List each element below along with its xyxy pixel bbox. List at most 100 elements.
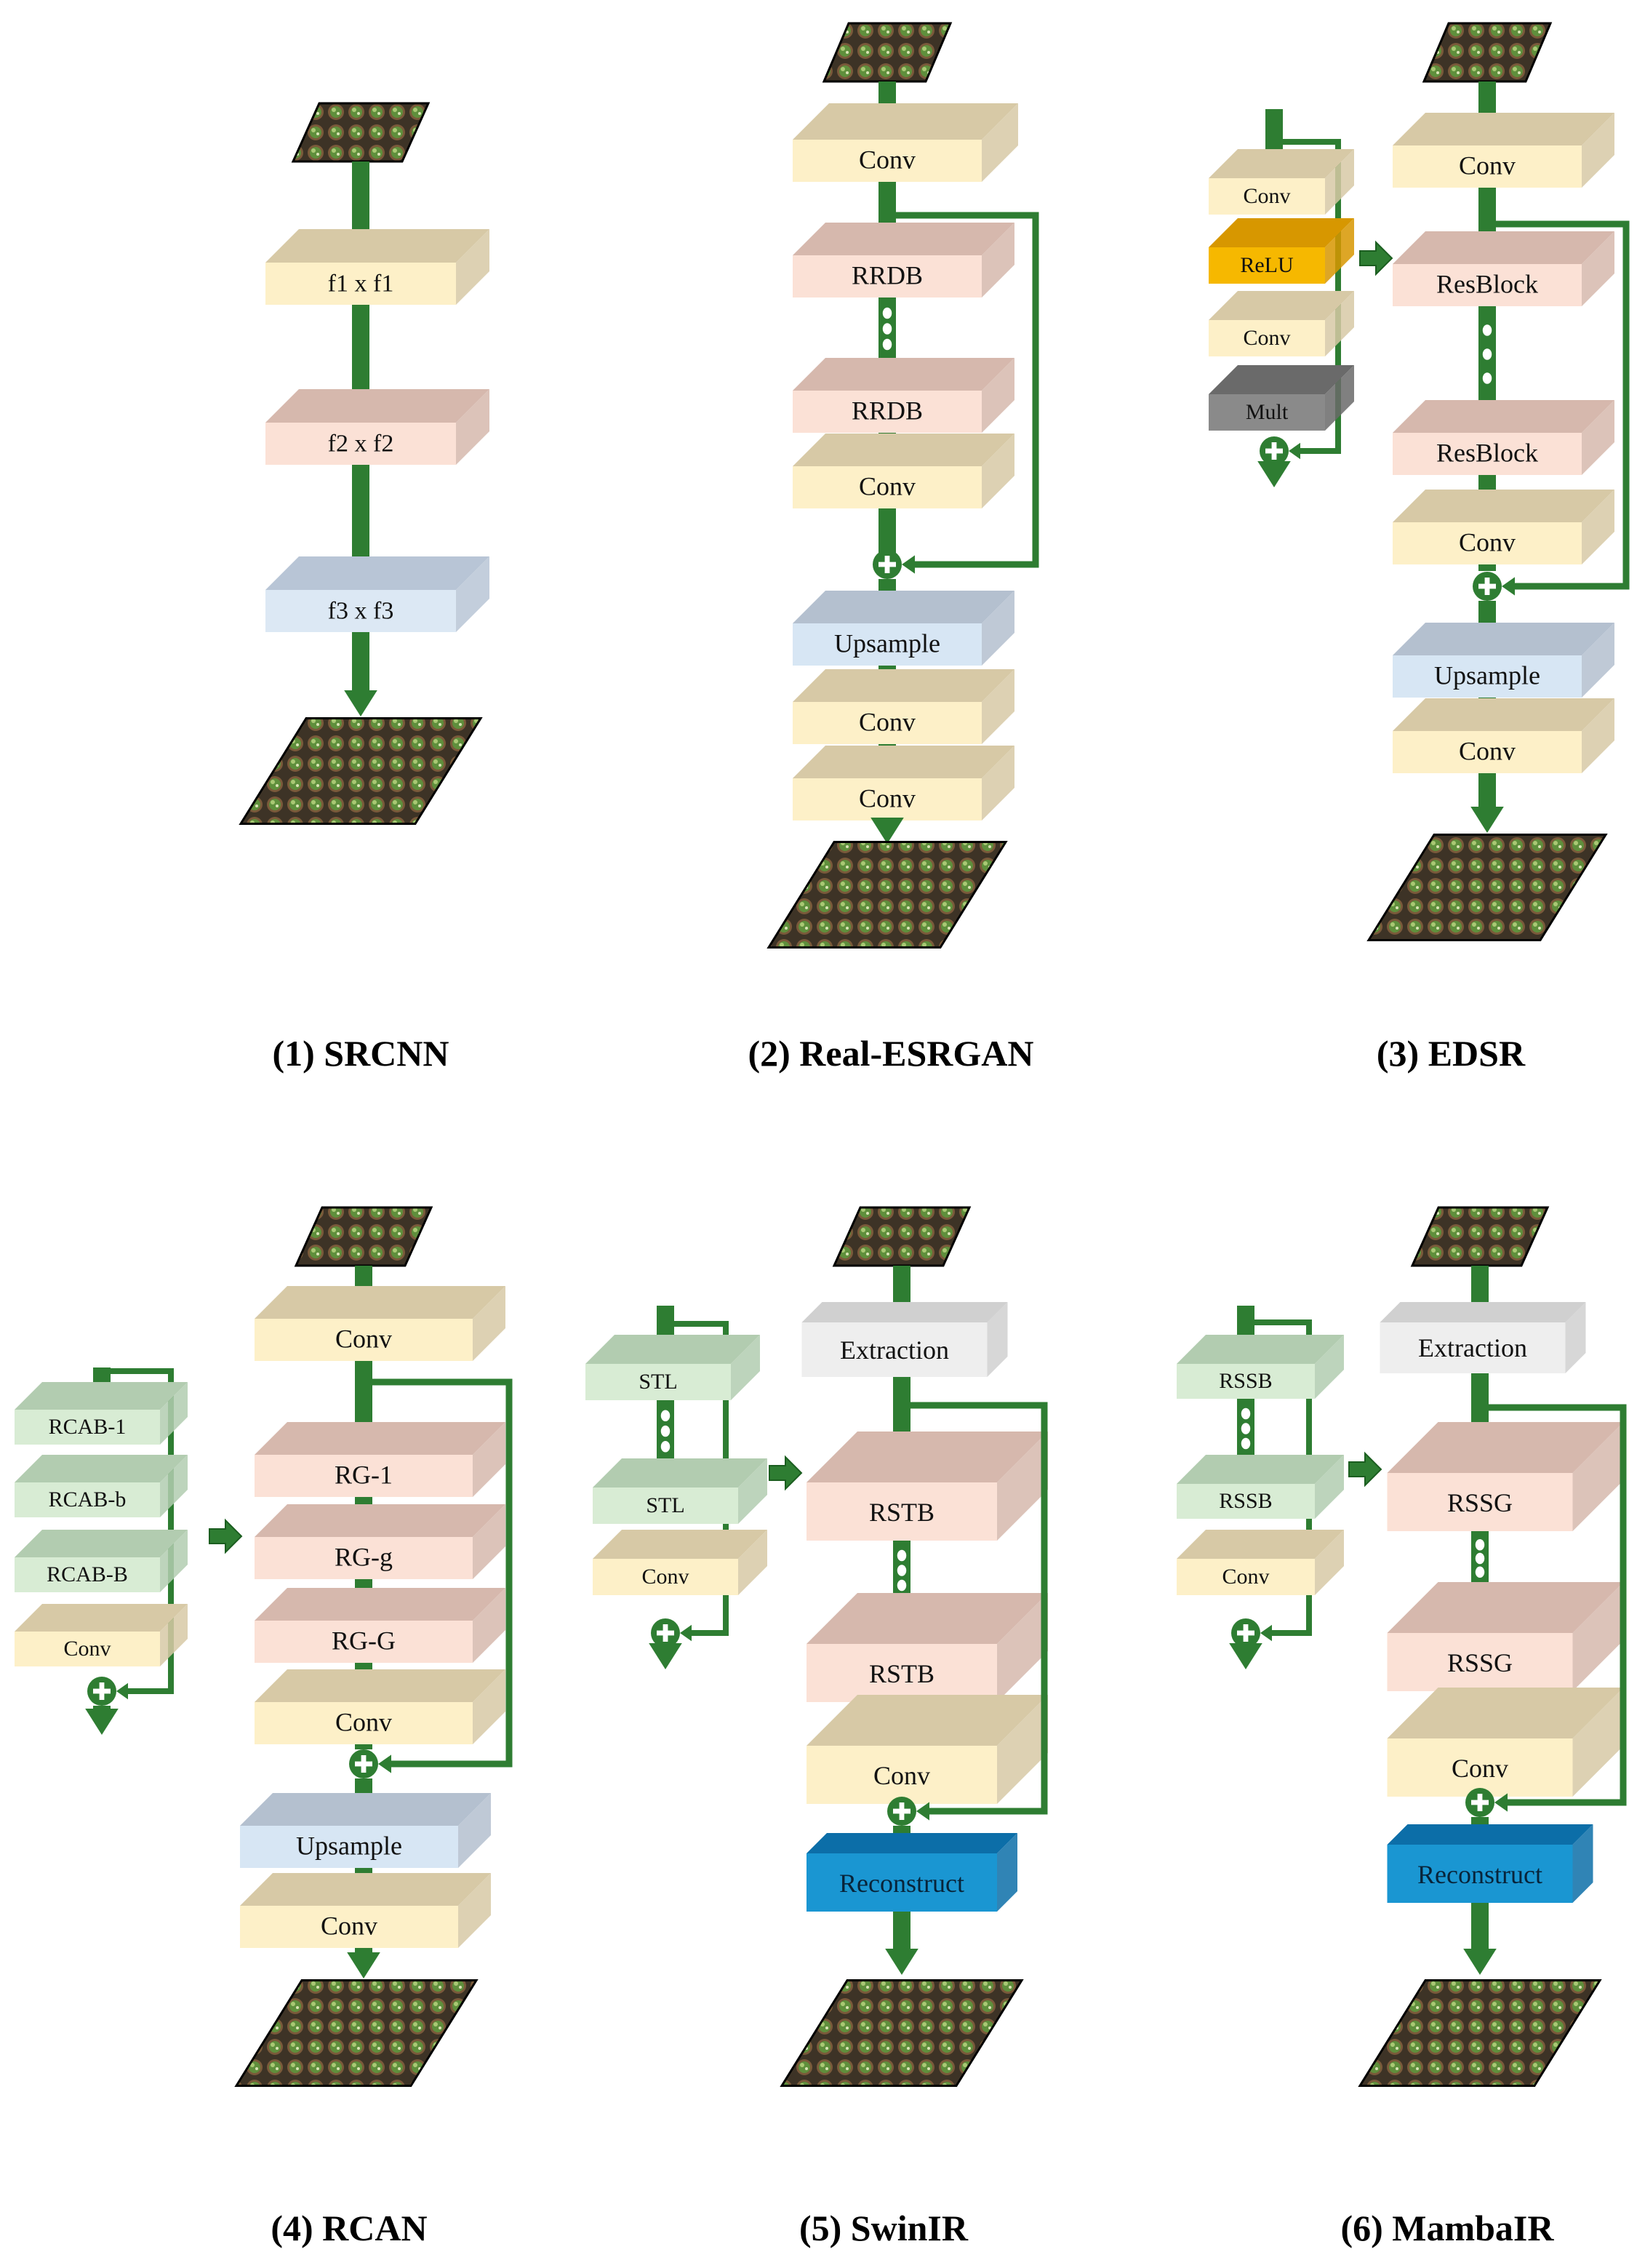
rcan-block-rg-1-top	[255, 1422, 505, 1455]
rcan-input-image-icon	[294, 1206, 433, 1267]
rcan-block-conv-3-label: Conv	[321, 1912, 377, 1941]
caption-edsr: (3) EDSR	[1377, 1033, 1526, 1074]
mambair-arrow-out-shaft	[1471, 1903, 1489, 1949]
swinir-block-rstb-2-side	[997, 1593, 1048, 1702]
plus-v	[899, 1802, 905, 1820]
swinir-arrow-out-head	[885, 1949, 918, 1975]
edsr-side-block-conv-2: Conv	[1209, 291, 1354, 356]
rcan-side-block-rcab-big-b-label: RCAB-B	[47, 1562, 128, 1586]
swinir-block-rstb-1-front	[807, 1482, 997, 1541]
mambair-block-reconstruct: Reconstruct	[1387, 1824, 1593, 1903]
edsr-block-resblock-2-front	[1393, 433, 1582, 475]
rcan-side-block-rcab-b-front	[15, 1482, 160, 1517]
mambair-block-rssg-1-top	[1387, 1422, 1624, 1473]
mambair-side-plus-icon	[1231, 1618, 1260, 1648]
rcan-side-block-rcab-1-top	[15, 1382, 188, 1410]
swinir-output-image-icon-pixels	[780, 1979, 1024, 2087]
srcnn-block-f3-label: f3 x f3	[328, 597, 394, 624]
srcnn-block-f1-label: f1 x f1	[328, 270, 394, 297]
swinir-side-arrow-out-head	[649, 1643, 682, 1669]
edsr-side-block-relu-label: ReLU	[1240, 253, 1294, 277]
caption-swinir: (5) SwinIR	[799, 2208, 969, 2248]
edsr-block-conv-1-front	[1393, 145, 1582, 188]
edsr-input-image-icon-pixels	[1422, 22, 1553, 83]
edsr-arrow-out-head	[1470, 807, 1504, 833]
swinir-side-block-conv-top	[593, 1530, 767, 1559]
plus-v	[1271, 442, 1277, 460]
mambair-side-flow-0	[1237, 1306, 1254, 1338]
srcnn-flow-1	[352, 161, 369, 233]
caption-real-esrgan: (2) Real-ESRGAN	[748, 1033, 1033, 1074]
swinir-block-rstb-2: RSTB	[807, 1593, 1048, 1702]
ellipsis-dot	[660, 1410, 671, 1422]
esrgan-block-conv-1-front	[793, 140, 982, 182]
mambair-block-conv-front	[1387, 1738, 1573, 1797]
edsr-block-resblock-1-front	[1393, 264, 1582, 306]
rcan-block-rg-big-g-label: RG-G	[332, 1626, 396, 1656]
esrgan-block-rrdb-1: RRDB	[793, 223, 1014, 298]
edsr-block-resblock-2-label: ResBlock	[1436, 439, 1538, 468]
mambair-block-extraction: Extraction	[1380, 1302, 1586, 1373]
edsr-output-image-icon	[1366, 834, 1608, 941]
srcnn-block-f3-front	[265, 590, 456, 632]
rcan-block-rg-g-label: RG-g	[335, 1543, 393, 1572]
ellipsis-dot	[660, 1425, 671, 1437]
rcan-arrow-out-head	[347, 1952, 380, 1978]
swinir-side-block-stl-1-front	[585, 1364, 731, 1400]
rcan-block-conv-2-front	[255, 1702, 473, 1744]
rcan-side-block-conv-label: Conv	[63, 1637, 111, 1661]
rcan-block-upsample-front	[240, 1826, 458, 1868]
edsr-output-image-icon-pixels	[1366, 834, 1608, 941]
edsr-side-block-conv-1-label: Conv	[1243, 184, 1290, 208]
ellipsis-dot	[897, 1565, 907, 1576]
swinir-block-rstb-1-side	[997, 1432, 1048, 1541]
srcnn-block-f3-side	[456, 556, 489, 632]
swinir-block-reconstruct-front	[807, 1853, 997, 1912]
esrgan-block-upsample-label: Upsample	[834, 629, 940, 658]
edsr-block-resblock-2: ResBlock	[1393, 400, 1614, 475]
rcan-side-block-rcab-1-side	[160, 1382, 188, 1445]
mambair-side-skip-arrowhead	[1260, 1624, 1272, 1642]
rcan-side-block-rcab-b-label: RCAB-b	[49, 1488, 127, 1512]
edsr-side-skip-arrowhead	[1289, 442, 1300, 460]
esrgan-block-rrdb-2-label: RRDB	[852, 396, 923, 426]
rcan-block-rg-big-g-top	[255, 1588, 505, 1621]
srcnn-arrow-out-shaft	[352, 632, 369, 690]
edsr-side-block-conv-1-top	[1209, 149, 1354, 178]
esrgan-flow-1	[878, 182, 896, 225]
mambair-block-rssg-2-front	[1387, 1633, 1573, 1691]
esrgan-block-rrdb-1-front	[793, 255, 982, 298]
rcan-side-block-rcab-b: RCAB-b	[15, 1455, 188, 1517]
edsr-side-block-conv-2-top	[1209, 291, 1354, 320]
edsr-block-upsample-top	[1393, 623, 1614, 655]
mambair-block-rssg-1-side	[1572, 1422, 1624, 1531]
edsr-skip-arrowhead	[1502, 577, 1515, 596]
srcnn-block-f3-top	[265, 556, 489, 590]
edsr-side-block-relu-front	[1209, 247, 1325, 284]
rcan-block-upsample: Upsample	[240, 1793, 491, 1868]
ellipsis-dot	[1482, 324, 1492, 336]
edsr-flow-0	[1478, 81, 1496, 115]
swinir-block-extraction-label: Extraction	[840, 1335, 949, 1365]
srcnn-block-f3: f3 x f3	[265, 556, 489, 632]
caption-rcan: (4) RCAN	[271, 2208, 427, 2248]
mambair-block-rssg-1-front	[1387, 1473, 1573, 1531]
edsr-side-block-mult-front	[1209, 394, 1325, 431]
swinir-block-reconstruct: Reconstruct	[807, 1833, 1017, 1912]
esrgan-block-upsample-top	[793, 591, 1014, 623]
rcan-side-block-conv-top	[15, 1604, 188, 1632]
srcnn-output-image-icon	[239, 717, 483, 825]
swinir-side-ellipsis-icon	[660, 1410, 671, 1453]
rcan-block-rg-g-side	[473, 1504, 505, 1579]
mambair-side-block-rssb-2-side	[1315, 1455, 1344, 1519]
edsr-side-arrow-out-head	[1257, 461, 1291, 487]
srcnn-flow-3	[352, 465, 369, 560]
esrgan-output-image-icon-pixels	[767, 841, 1008, 949]
rcan-side-block-rcab-b-top	[15, 1455, 188, 1482]
swinir-block-rstb-1-top	[807, 1432, 1048, 1482]
swinir-transition-arrow-icon	[769, 1455, 803, 1491]
ellipsis-dot	[1241, 1423, 1251, 1434]
rcan-side-arrow-out-shaft	[93, 1706, 111, 1709]
swinir-side-block-conv: Conv	[593, 1530, 767, 1595]
